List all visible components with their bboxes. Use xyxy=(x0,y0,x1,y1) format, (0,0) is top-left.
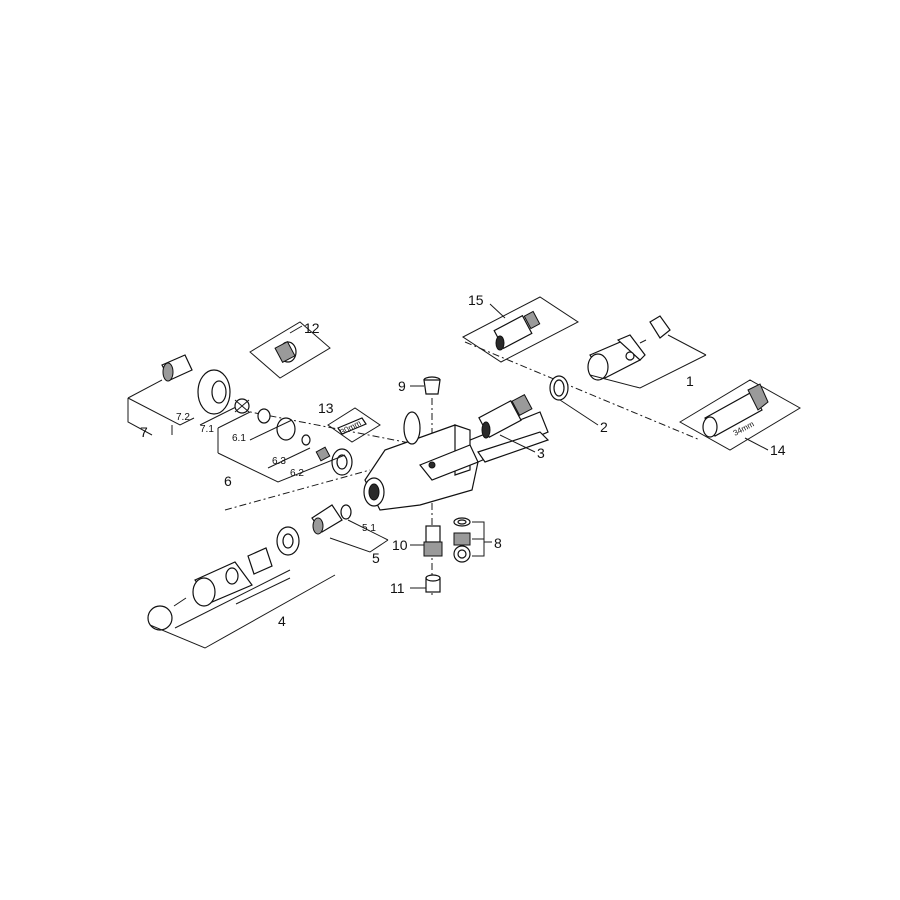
part-1-handle: 1 xyxy=(587,315,707,389)
label-7-1: 7.1 xyxy=(200,424,214,435)
label-6-2: 6.2 xyxy=(290,468,304,479)
label-13: 13 xyxy=(318,400,334,416)
part-6-1-filter xyxy=(234,398,250,414)
part-14-group: 34mm 14 xyxy=(679,379,801,458)
part-5-group: 5.1 5 xyxy=(311,504,389,566)
part-12-group: 12 xyxy=(249,320,331,379)
label-1: 1 xyxy=(686,373,694,389)
label-15: 15 xyxy=(468,292,484,308)
dimension-30mm: 30mm xyxy=(339,418,363,437)
part-13-group: 30mm 13 xyxy=(318,400,381,443)
label-6-1: 6.1 xyxy=(232,433,246,444)
part-10-check-valve: 10 xyxy=(392,525,443,557)
label-5: 5 xyxy=(372,550,380,566)
label-4: 4 xyxy=(278,613,286,629)
part-11-filter: 11 xyxy=(390,574,441,596)
label-2: 2 xyxy=(600,419,608,435)
label-8: 8 xyxy=(494,535,502,551)
label-6: 6 xyxy=(224,473,232,489)
label-11: 11 xyxy=(390,580,405,596)
part-8-group: 8 xyxy=(453,517,502,563)
label-14: 14 xyxy=(770,442,786,458)
part-9-plug: 9 xyxy=(398,376,441,395)
label-5-1: 5.1 xyxy=(362,523,376,534)
part-6-group: 6 6.1 6.3 6.2 xyxy=(217,398,353,489)
part-4-group: 4 xyxy=(147,526,336,649)
label-3: 3 xyxy=(537,445,545,461)
thermostat-body xyxy=(363,411,550,511)
label-9: 9 xyxy=(398,378,406,394)
part-7-group: 7 7.2 7.1 xyxy=(127,354,241,440)
label-12: 12 xyxy=(304,320,320,336)
part-15-group: 15 xyxy=(462,292,579,363)
part-3-cartridge: 3 xyxy=(478,393,545,461)
part-2-ring: 2 xyxy=(549,375,608,435)
label-7: 7 xyxy=(140,424,148,440)
label-10: 10 xyxy=(392,537,408,553)
label-7-2: 7.2 xyxy=(176,412,190,423)
label-6-3: 6.3 xyxy=(272,456,286,467)
